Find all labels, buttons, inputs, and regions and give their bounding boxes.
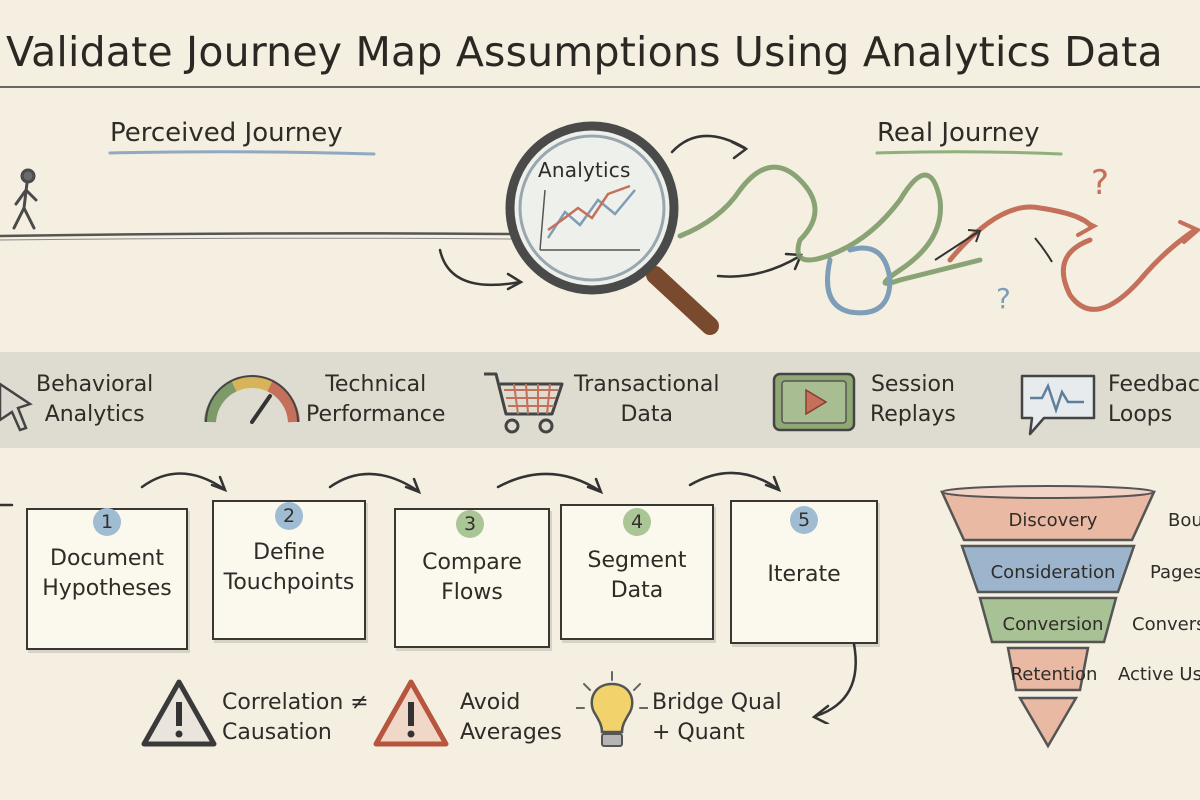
funnel-stage-conversion: Conversion (1002, 614, 1104, 635)
chat-wave-icon (1020, 374, 1096, 436)
perceived-journey-title: Perceived Journey (110, 118, 343, 148)
lightbulb-icon (576, 671, 648, 747)
funnel-stage-consideration: Consideration (990, 562, 1116, 583)
real-underline (875, 150, 1063, 156)
funnel-metric: Pages (1150, 562, 1200, 583)
warning-icon (141, 679, 217, 747)
lens-label: Analytics (538, 158, 631, 182)
step-card-segment-data: 4 Segment Data (560, 504, 714, 640)
source-transactional-data: Transactional Data (574, 372, 720, 427)
step-label: Document Hypotheses (42, 546, 172, 601)
step-number-badge: 3 (456, 510, 484, 538)
step-card-define-touchpoints: 2 Define Touchpoints (212, 500, 366, 640)
step-number-badge: 4 (623, 508, 651, 536)
journey-illustration: ? ? (0, 121, 1200, 335)
funnel-metric: Active Us (1118, 664, 1200, 685)
funnel-stage-retention: Retention (1010, 664, 1098, 685)
funnel-metric: Convers (1132, 614, 1200, 635)
source-feedback-loops: Feedbac Loops (1108, 372, 1200, 427)
source-technical-performance: Technical Performance (306, 372, 446, 427)
step-card-compare-flows: 3 Compare Flows (394, 508, 550, 648)
perceived-underline (108, 150, 376, 156)
step-card-document-hypotheses: 1 Document Hypotheses (26, 508, 188, 650)
walking-person-icon (12, 168, 38, 230)
step-label: Define Touchpoints (223, 540, 355, 595)
conversion-funnel (940, 485, 1156, 749)
cursor-icon (0, 382, 33, 432)
real-journey-title: Real Journey (877, 118, 1040, 148)
source-session-replays: Session Replays (870, 372, 956, 427)
cart-icon (484, 372, 564, 434)
play-icon (772, 372, 856, 432)
step-card-iterate: 5 Iterate (730, 500, 878, 644)
iterate-return-arrow (811, 642, 857, 724)
title-underline (0, 86, 1200, 88)
magnifying-glass-icon (505, 121, 719, 335)
warning-icon (373, 679, 449, 747)
caveat-avoid-averages: Avoid Averages (460, 690, 562, 745)
funnel-stage-discovery: Discovery (1008, 510, 1098, 531)
step-number-badge: 2 (275, 502, 303, 530)
step-label: Iterate (767, 562, 841, 587)
step-number-badge: 1 (93, 508, 121, 536)
page-title: Validate Journey Map Assumptions Using A… (6, 28, 1163, 76)
step-label: Compare Flows (422, 550, 522, 605)
funnel-metric: Bou (1168, 510, 1200, 531)
step-number-badge: 5 (790, 506, 818, 534)
gauge-icon (204, 375, 300, 424)
question-mark-icon: ? (1091, 163, 1109, 203)
question-mark-icon: ? (996, 282, 1011, 315)
source-behavioral-analytics: Behavioral Analytics (36, 372, 154, 427)
caveat-bridge-qual-quant: Bridge Qual + Quant (652, 690, 782, 745)
caveat-correlation: Correlation ≠ Causation (222, 690, 369, 745)
step-label: Segment Data (587, 548, 687, 603)
data-sources-band (0, 352, 1200, 448)
process-arrows (0, 471, 782, 507)
